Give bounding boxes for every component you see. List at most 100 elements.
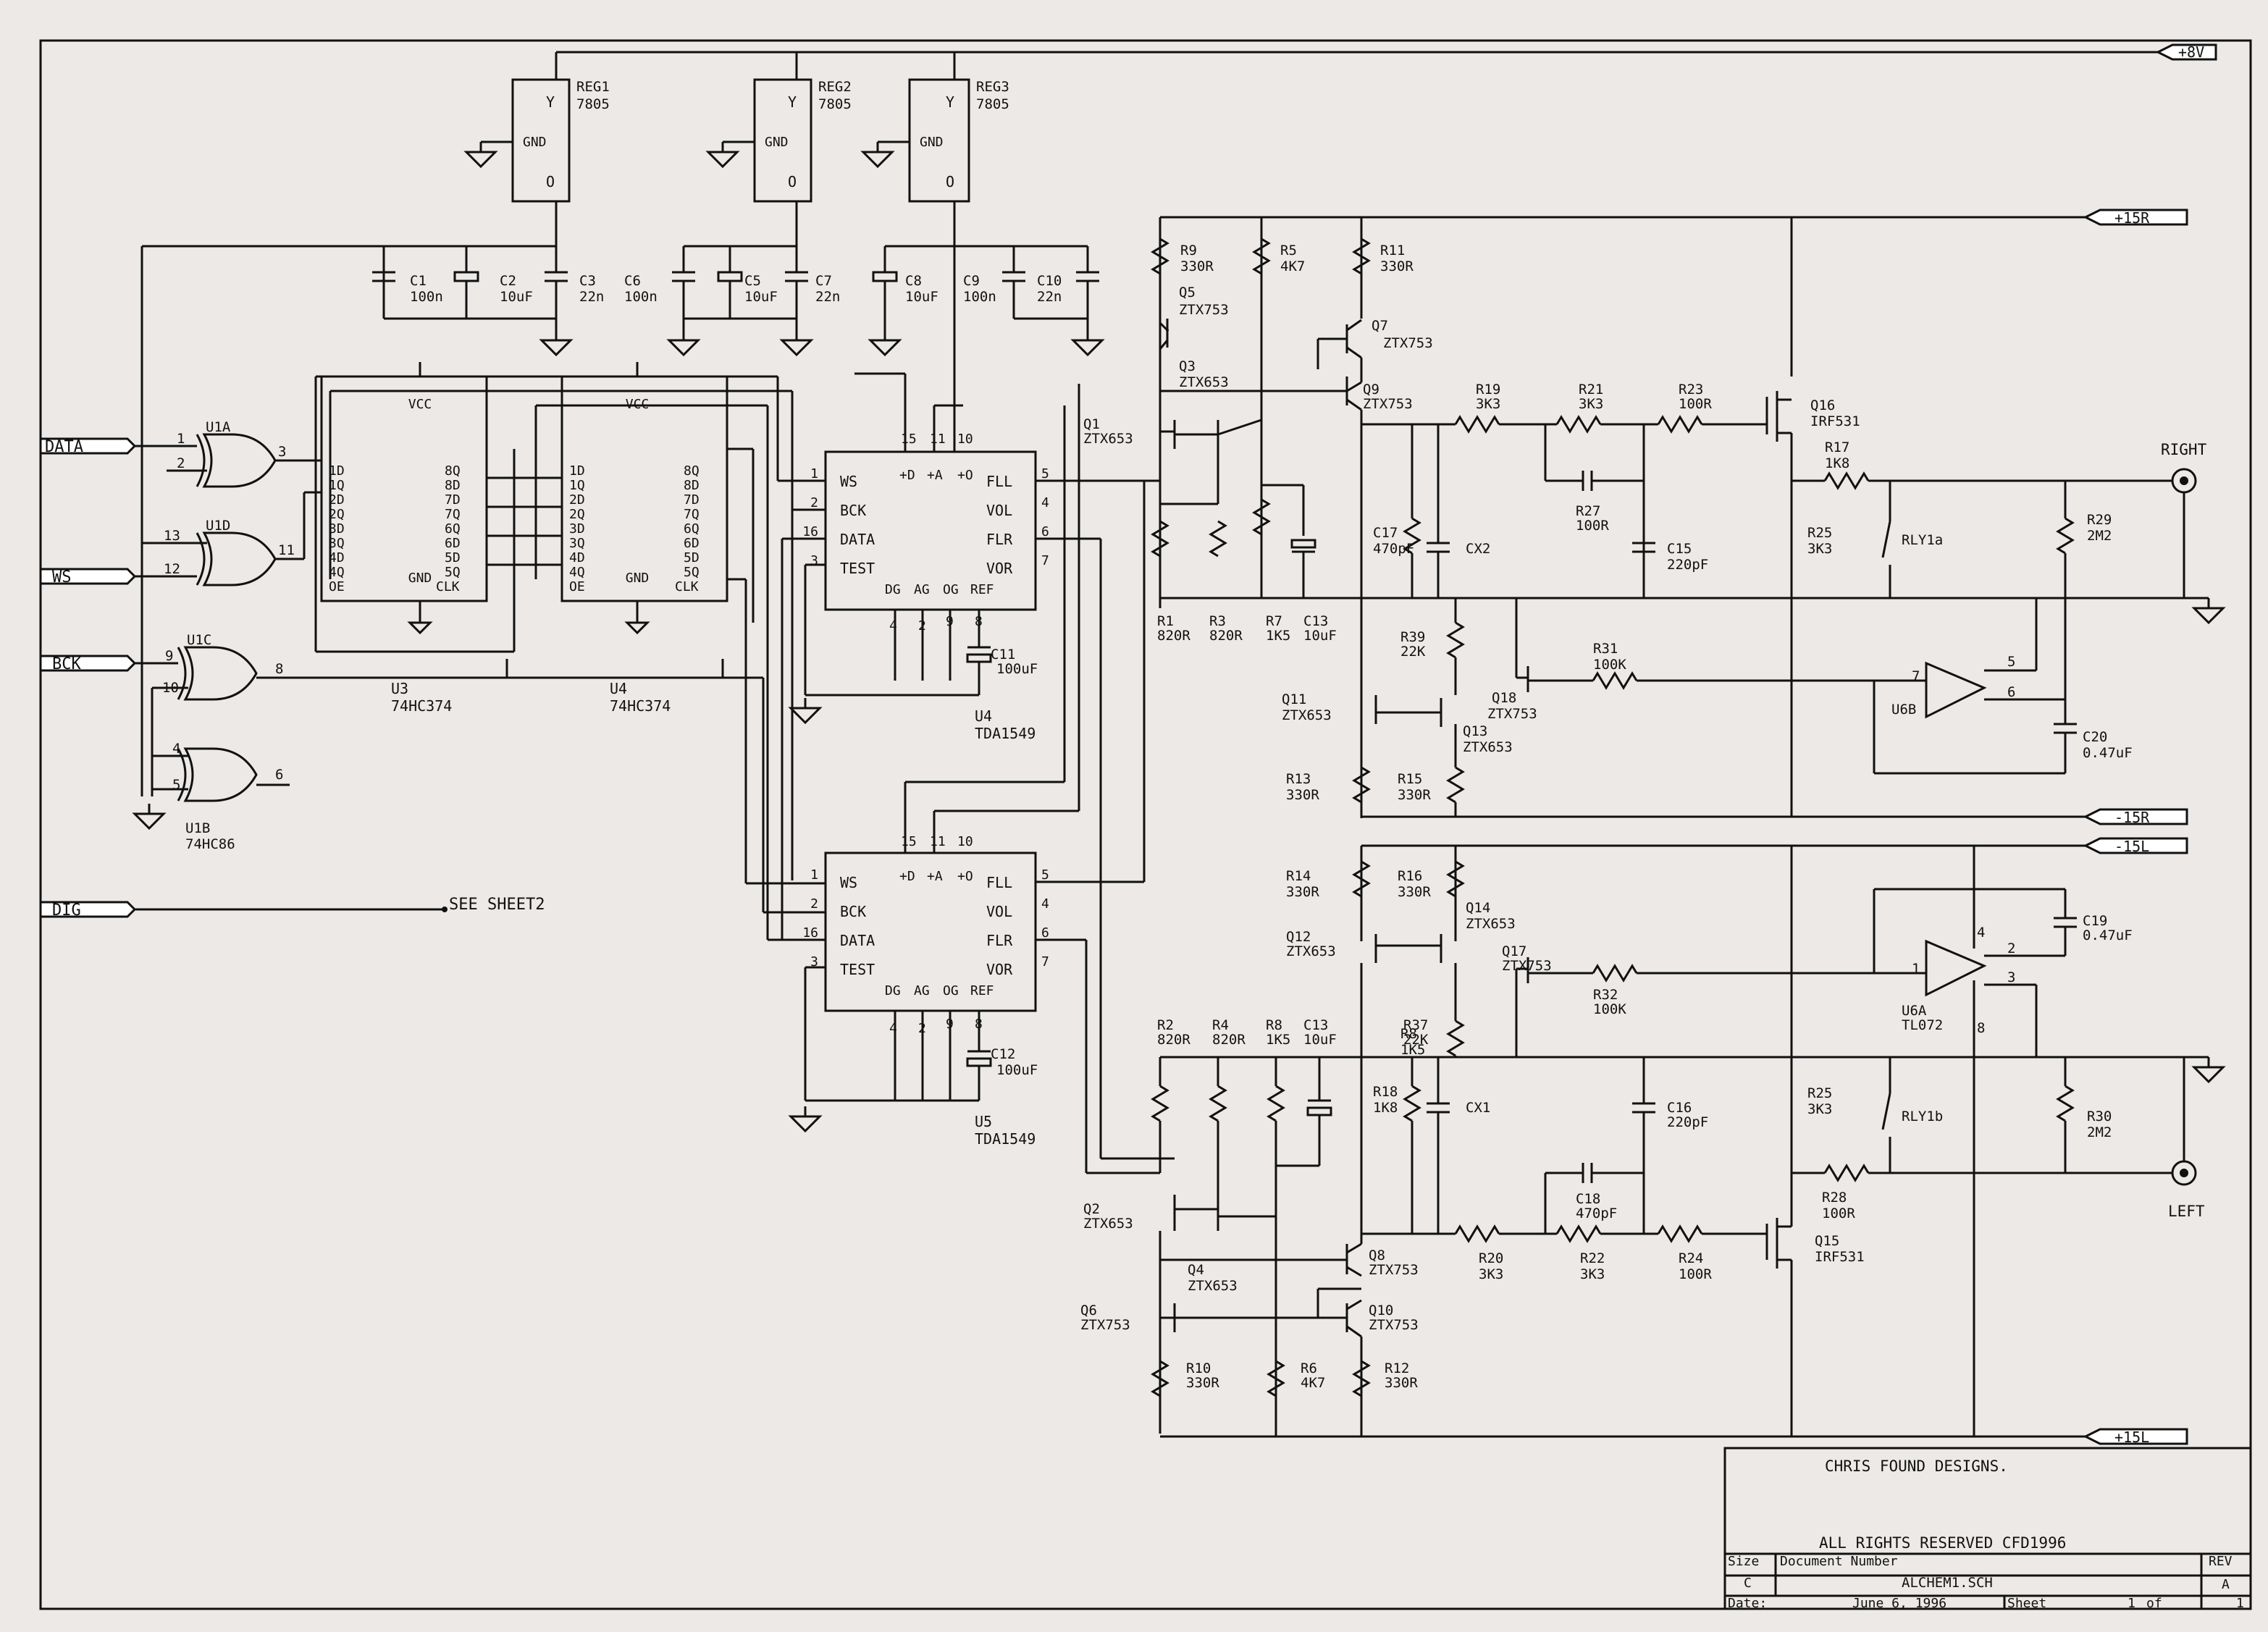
svg-text:6: 6 — [1041, 925, 1049, 941]
svg-text:7Q: 7Q — [445, 507, 461, 522]
title-block: CHRIS FOUND DESIGNS. ALL RIGHTS RESERVED… — [1723, 1447, 2252, 1611]
svg-text:ZTX753: ZTX753 — [1383, 335, 1433, 351]
svg-text:REV: REV — [2209, 1554, 2233, 1569]
svg-text:CX1: CX1 — [1466, 1100, 1490, 1116]
svg-text:74HC374: 74HC374 — [610, 697, 671, 715]
svg-text:C11: C11 — [991, 647, 1015, 663]
svg-text:2Q: 2Q — [329, 507, 345, 522]
svg-text:100uF: 100uF — [996, 661, 1038, 677]
svg-text:+A: +A — [927, 869, 943, 884]
svg-text:GND: GND — [920, 135, 944, 150]
svg-text:820R: 820R — [1212, 1032, 1246, 1048]
svg-text:C19: C19 — [2083, 913, 2107, 929]
svg-text:C13: C13 — [1303, 1017, 1328, 1033]
svg-text:ZTX653: ZTX653 — [1466, 916, 1516, 932]
svg-text:8D: 8D — [684, 478, 700, 493]
port-m15r-label: -15R — [2114, 809, 2150, 826]
port-m15r: -15R — [1361, 808, 2188, 826]
bus-wiring — [303, 377, 826, 941]
svg-text:11: 11 — [278, 542, 295, 558]
svg-text:3K3: 3K3 — [1476, 396, 1500, 412]
svg-text:1Q: 1Q — [569, 478, 585, 493]
svg-text:22K: 22K — [1403, 1032, 1429, 1048]
port-p8v: +8V — [556, 43, 2217, 61]
svg-text:7D: 7D — [445, 492, 461, 508]
svg-text:ZTX653: ZTX653 — [1083, 431, 1133, 447]
svg-text:6: 6 — [2007, 684, 2015, 700]
svg-text:R8: R8 — [1266, 1017, 1282, 1033]
dac-u4: WS BCK DATA TEST 1 2 16 3 FLL VOL FLR VO… — [789, 372, 1144, 1158]
svg-text:C20: C20 — [2083, 729, 2107, 745]
left-output-label: LEFT — [2168, 1203, 2205, 1220]
svg-text:+A: +A — [927, 468, 943, 483]
svg-text:1: 1 — [810, 867, 818, 883]
svg-text:U1A: U1A — [206, 419, 231, 435]
svg-text:1K5: 1K5 — [1266, 628, 1290, 644]
svg-text:4: 4 — [172, 741, 180, 757]
svg-text:7: 7 — [1041, 553, 1049, 568]
svg-text:ZTX653: ZTX653 — [1179, 374, 1229, 390]
svg-text:2M2: 2M2 — [2087, 1124, 2112, 1140]
svg-text:100R: 100R — [1679, 396, 1712, 412]
svg-text:22K: 22K — [1400, 644, 1426, 660]
svg-text:OG: OG — [943, 983, 959, 998]
svg-text:3: 3 — [278, 444, 286, 460]
port-bck-label: BCK — [52, 655, 81, 673]
svg-text:ZTX753: ZTX753 — [1369, 1262, 1419, 1278]
svg-text:3D: 3D — [569, 521, 585, 537]
decoupling-caps: C1 100n C2 10uF C3 22n C6 100n C5 10uF C… — [140, 245, 1104, 796]
xor-gate-u1d: 13 12 11 U1D — [142, 518, 304, 586]
svg-text:C10: C10 — [1037, 273, 1062, 289]
svg-text:R9: R9 — [1180, 243, 1197, 258]
sheet-border — [39, 39, 2252, 1610]
svg-text:5: 5 — [1041, 466, 1049, 481]
svg-text:4: 4 — [1977, 925, 1985, 941]
svg-text:5Q: 5Q — [684, 565, 700, 580]
svg-text:R15: R15 — [1398, 771, 1422, 787]
svg-text:FLL: FLL — [986, 473, 1012, 490]
svg-text:5: 5 — [172, 777, 180, 793]
regulator-reg2: Y O GND REG2 7805 — [707, 52, 852, 256]
svg-text:7805: 7805 — [576, 96, 610, 112]
svg-text:8Q: 8Q — [445, 463, 461, 479]
svg-text:R20: R20 — [1479, 1250, 1503, 1266]
svg-text:15: 15 — [901, 834, 917, 849]
svg-text:CLK: CLK — [436, 579, 460, 594]
svg-text:1K5: 1K5 — [1266, 1032, 1290, 1048]
svg-text:Q2: Q2 — [1083, 1201, 1100, 1217]
svg-text:R30: R30 — [2087, 1109, 2112, 1124]
svg-text:R13: R13 — [1286, 771, 1311, 787]
svg-text:4D: 4D — [329, 550, 345, 565]
svg-text:C7: C7 — [815, 273, 832, 289]
svg-text:13: 13 — [164, 528, 180, 544]
svg-text:TL072: TL072 — [1902, 1017, 1943, 1033]
svg-text:ZTX653: ZTX653 — [1463, 739, 1513, 755]
svg-text:10: 10 — [957, 432, 973, 447]
svg-text:R21: R21 — [1579, 382, 1603, 398]
svg-text:330R: 330R — [1180, 258, 1214, 274]
svg-text:7805: 7805 — [818, 96, 852, 112]
svg-text:ZTX753: ZTX753 — [1487, 706, 1537, 722]
svg-text:R39: R39 — [1400, 629, 1425, 645]
svg-text:330R: 330R — [1286, 787, 1319, 803]
svg-text:Q14: Q14 — [1466, 900, 1490, 916]
svg-text:R29: R29 — [2087, 512, 2112, 528]
svg-text:2: 2 — [810, 896, 818, 912]
svg-text:3: 3 — [810, 553, 818, 568]
svg-text:1Q: 1Q — [329, 478, 345, 493]
svg-text:4: 4 — [1041, 896, 1049, 912]
svg-text:ZTX753: ZTX753 — [1179, 302, 1229, 318]
svg-text:10uF: 10uF — [1303, 628, 1337, 644]
svg-text:R1: R1 — [1157, 613, 1174, 629]
date: June 6, 1996 — [1852, 1596, 1946, 1611]
svg-text:IRF531: IRF531 — [1815, 1249, 1865, 1265]
svg-text:3Q: 3Q — [569, 536, 585, 551]
svg-text:10uF: 10uF — [500, 289, 533, 305]
svg-text:C1: C1 — [410, 273, 427, 289]
svg-text:TDA1549: TDA1549 — [975, 725, 1036, 742]
svg-text:4D: 4D — [569, 550, 585, 565]
svg-text:100R: 100R — [1576, 518, 1609, 534]
svg-text:Date:: Date: — [1728, 1596, 1767, 1611]
svg-text:10: 10 — [162, 680, 179, 696]
